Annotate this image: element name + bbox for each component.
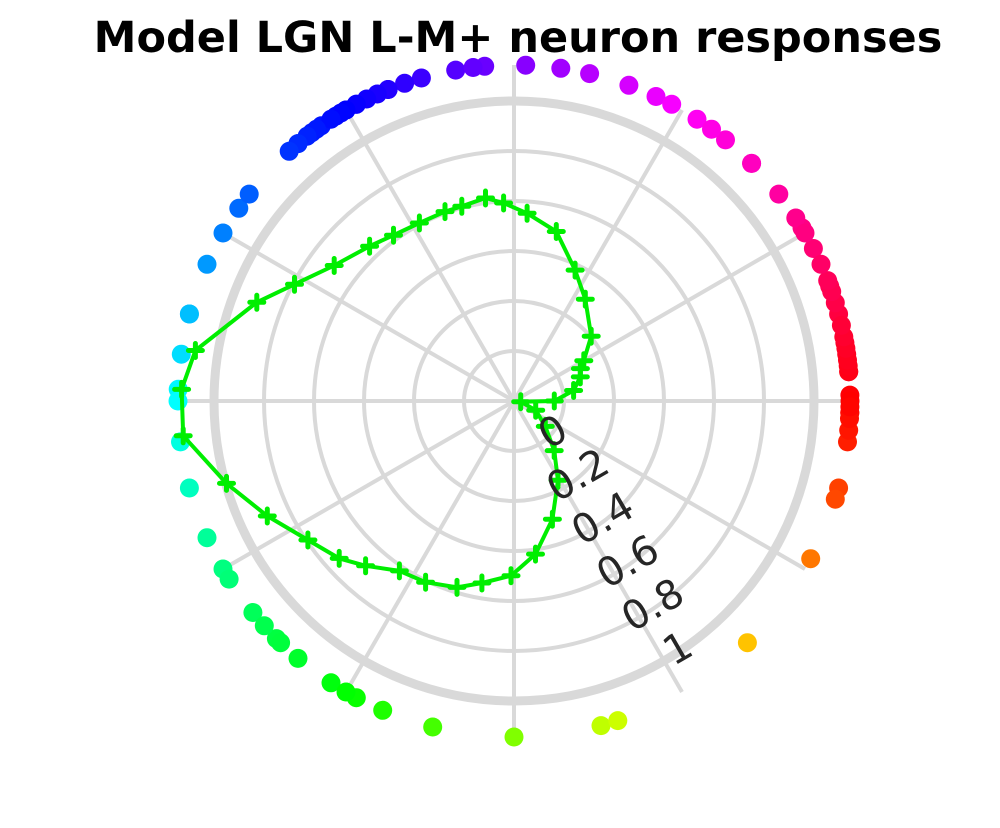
hue-marker [279,141,299,161]
hue-marker [271,633,291,653]
response-marker [285,274,304,294]
hue-marker [608,711,628,731]
response-marker [172,379,192,399]
hue-marker [516,55,536,75]
hue-marker [818,271,838,291]
hue-marker [825,489,845,509]
hue-marker [737,633,757,653]
response-marker [389,561,409,581]
response-marker [472,573,492,593]
response-marker [435,202,455,222]
response-marker [447,577,467,597]
response-marker [544,391,564,411]
response-marker [535,416,555,436]
response-marker [542,509,562,529]
hue-marker [197,254,217,274]
hue-marker [463,58,483,77]
hue-marker [801,549,821,569]
chart-title: Model LGN L-M+ neuron responses [94,13,943,63]
hue-marker [219,569,239,589]
hue-marker [716,130,735,150]
response-marker [452,196,472,216]
hue-marker [168,391,188,411]
response-marker [546,222,566,241]
response-marker [173,426,193,446]
hue-markers [168,55,860,747]
response-marker [574,351,594,371]
response-marker [517,203,537,223]
response-marker [476,188,495,208]
hue-marker [411,68,431,88]
response-marker [544,441,564,461]
response-marker [494,193,514,213]
hue-marker [254,616,274,636]
response-marker [409,213,429,233]
response-marker [324,256,344,275]
hue-marker [373,700,393,720]
hue-marker [840,397,860,417]
hue-marker [336,682,356,702]
hue-marker [795,223,815,243]
radial-tick-label: 1 [655,623,700,676]
response-marker [356,556,376,576]
hue-marker [580,64,600,84]
hue-marker [197,528,217,548]
hue-marker [811,254,831,274]
response-marker [247,292,267,312]
response-marker [564,381,584,400]
response-marker [565,260,585,280]
hue-marker [769,184,789,204]
hue-marker [179,304,199,324]
response-marker [329,548,349,568]
response-marker [185,341,205,360]
response-marker [384,225,403,245]
hue-marker [591,716,611,736]
hue-marker [239,184,259,204]
hue-marker [229,198,249,218]
hue-marker [243,603,263,622]
hue-marker [619,75,639,95]
hue-marker [803,239,823,258]
hue-marker [446,60,466,80]
response-marker [581,326,601,346]
radial-tick-labels: 00.20.40.60.81 [530,406,700,675]
hue-marker [646,87,666,106]
hue-marker [742,153,762,173]
response-marker [511,392,531,412]
response-marker [575,289,595,309]
hue-marker [321,109,341,129]
hue-marker [687,109,707,129]
hue-marker [702,119,721,139]
hue-marker [288,648,308,668]
response-curve [172,188,601,597]
hue-marker [179,478,199,498]
response-marker [257,506,277,526]
hue-marker [831,315,851,335]
hue-marker [321,673,341,693]
hue-marker [213,223,233,243]
response-marker [526,400,546,420]
response-marker [298,530,318,550]
response-marker [501,566,521,586]
hue-marker [423,717,443,737]
response-marker [217,473,236,493]
response-marker [548,470,568,490]
hue-marker [662,94,682,114]
response-marker [526,544,545,564]
hue-marker [504,727,524,747]
hue-marker [551,58,571,78]
hue-marker [395,73,415,93]
response-marker [416,572,436,592]
hue-marker [786,208,806,228]
hue-marker [171,344,191,364]
response-marker [360,236,380,256]
